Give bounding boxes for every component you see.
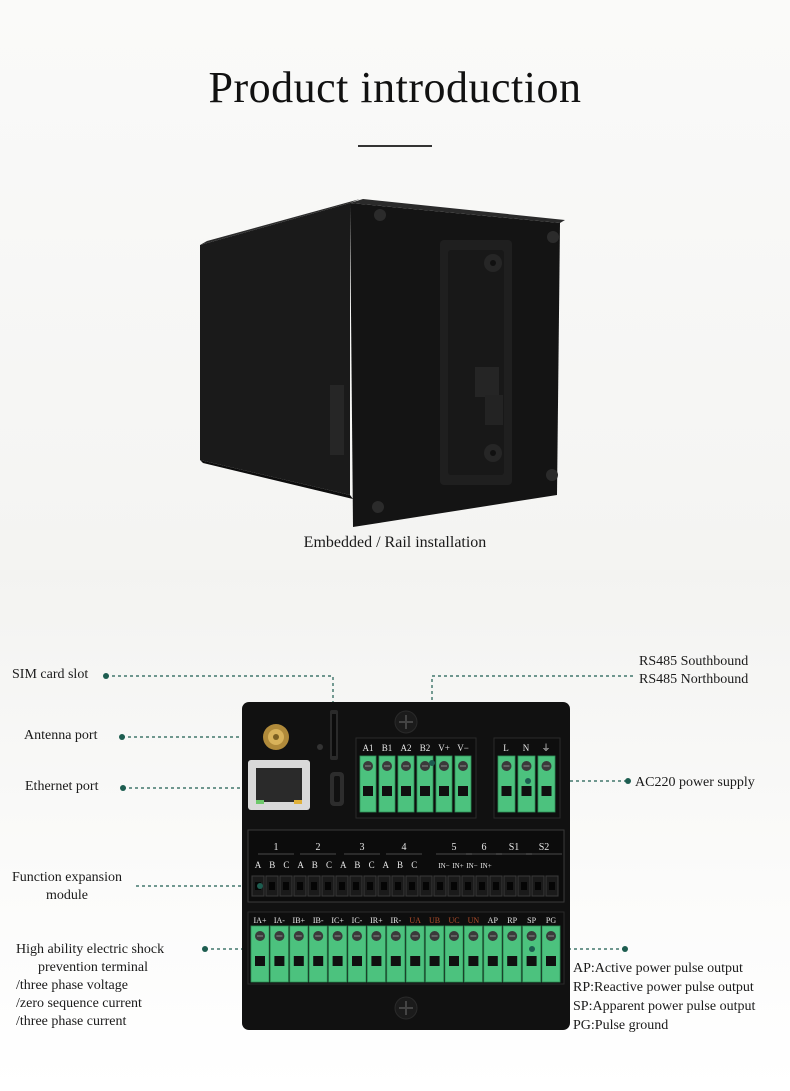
expansion-group-number: 4 [402,842,407,853]
bottom-terminal-label: SP [527,916,536,925]
expansion-phase-label: C [369,860,375,870]
terminal-0 [359,755,377,813]
page-title: Product introduction [208,63,582,112]
terminal-label-b1: B1 [382,743,393,753]
bottom-terminal-ub [425,925,445,983]
power-terminal-2 [537,755,556,813]
function-expansion-label: Function expansion module [11,870,123,903]
expansion-phase-label: B [269,860,275,870]
terminal-1 [378,755,396,813]
expansion-phase-label: A [255,860,262,870]
bottom-terminal-un [463,925,483,983]
expansion-group-number: 6 [482,842,487,853]
terminal-label-a2: A2 [401,743,412,753]
installation-caption: Embedded / Rail installation [303,534,487,551]
expansion-group-number: 5 [452,842,457,853]
bottom-terminal-label: IB- [313,916,324,925]
power-terminal-label: N [523,743,530,753]
terminal-label-b2: B2 [420,743,431,753]
bottom-terminal-iax [250,925,270,983]
bottom-terminal-ibx [308,925,328,983]
bottom-terminal-label: IC- [352,916,363,925]
power-terminal-label: L [503,743,509,753]
bottom-terminal-icx [347,925,367,983]
bottom-terminal-ua [405,925,425,983]
expansion-phase-label: A [297,860,304,870]
bottom-terminal-pg [541,925,561,983]
bottom-terminal-label: PG [546,916,556,925]
terminal-2 [397,755,415,813]
bottom-terminal-ap [483,925,503,983]
terminal-label-vx: V+ [438,743,450,753]
bottom-terminal-label: IC+ [331,916,344,925]
terminal-label-vx: V− [457,743,469,753]
ac220-callout-dot [525,778,531,784]
terminal-4 [435,755,453,813]
sim-callout-dot [103,673,109,679]
expansion-phase-label: A [383,860,390,870]
bottom-terminal-icx [328,925,347,983]
expansion-group-number: 2 [316,842,321,853]
expansion-group-number: 3 [360,842,365,853]
title-divider [358,145,432,147]
pulse-label-dot [622,946,628,952]
bottom-terminal-label: UA [409,916,421,925]
bottom-terminal-label: AP [488,916,499,925]
power-terminal-0 [497,755,516,813]
bottom-terminal-label: IA- [274,916,285,925]
expansion-callout-dot [257,883,263,889]
power-terminal-1 [517,755,536,813]
bottom-terminal-iax [269,925,289,983]
expansion-phase-label: B [354,860,360,870]
expansion-input-label: IN+ [480,862,491,870]
antenna-port-label: Antenna port [24,728,98,743]
bottom-terminal-irx [386,925,406,983]
expansion-phase-label: B [312,860,318,870]
expansion-input-label: IN− [438,862,449,870]
expansion-group-number: S2 [539,842,550,853]
expansion-group-number: S1 [509,842,520,853]
expansion-phase-label: B [397,860,403,870]
bottom-terminal-label: IR- [390,916,401,925]
ac220-label-dot [625,778,631,784]
shock-callout-dot [202,946,208,952]
shock-terminal-label: High ability electric shock prevention t… [16,942,165,1029]
rs485-callout-dot [429,760,435,766]
device-rear-photo [195,195,575,535]
expansion-input-label: IN− [466,862,477,870]
antenna-callout-dot [119,734,125,740]
bottom-terminal-sp [522,925,542,983]
bottom-terminal-uc [444,925,464,983]
bottom-terminal-label: UC [448,916,459,925]
bottom-terminal-label: IB+ [293,916,306,925]
expansion-phase-label: C [411,860,417,870]
ethernet-callout-dot [120,785,126,791]
pulse-callout-dot [529,946,535,952]
ethernet-port-label: Ethernet port [25,779,99,794]
bottom-terminal-irx [367,925,386,983]
bottom-terminal-label: UN [468,916,480,925]
bottom-terminal-label: RP [507,916,517,925]
expansion-phase-label: A [340,860,347,870]
terminal-label-a1: A1 [363,743,374,753]
bottom-terminal-label: IA+ [254,916,267,925]
bottom-terminal-ibx [289,925,309,983]
expansion-group-number: 1 [274,842,279,853]
expansion-phase-label: C [283,860,289,870]
bottom-terminal-label: UB [429,916,440,925]
sim-card-slot-label: SIM card slot [12,667,89,682]
expansion-phase-label: C [326,860,332,870]
ac220-power-supply-label: AC220 power supply [635,775,755,790]
bottom-terminal-rp [502,925,522,983]
pulse-output-legend: AP:Active power pulse output RP:Reactive… [573,961,756,1033]
bottom-terminal-label: IR+ [370,916,383,925]
power-terminal-label: ⏚ [541,743,550,753]
rs485-label: RS485 Southbound RS485 Northbound [639,654,749,687]
expansion-input-label: IN+ [452,862,463,870]
terminal-5 [454,755,472,813]
terminal-3 [416,755,434,813]
